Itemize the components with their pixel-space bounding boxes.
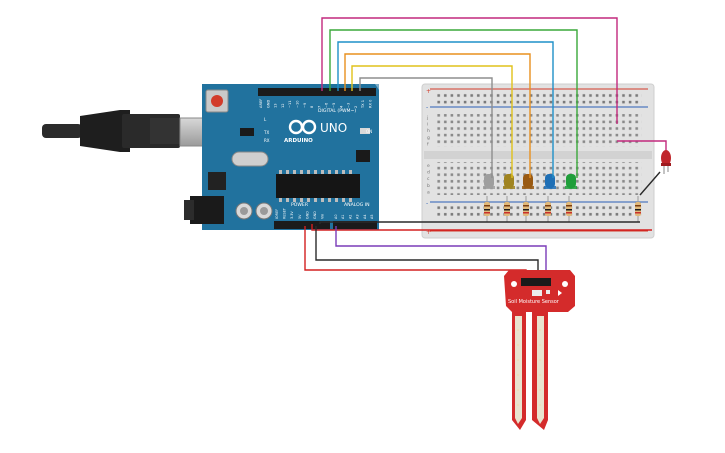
led: [565, 174, 577, 189]
row-letter: b: [427, 183, 430, 189]
usb-cable: [42, 110, 215, 152]
power-pin-label: 5V: [298, 214, 302, 219]
led: [503, 174, 515, 189]
digital-pin-label: ~10: [296, 100, 300, 108]
row-letter: h: [427, 128, 430, 134]
row-letter: f: [427, 141, 429, 147]
power-pin-label: RESET: [283, 207, 287, 219]
crystal: [231, 151, 269, 167]
model-label: UNO: [320, 121, 347, 135]
analog-pin-label: A2: [348, 215, 352, 219]
resistors: [484, 196, 641, 222]
digital-pin-label: 12: [281, 103, 285, 108]
rail-holes: [434, 91, 642, 104]
digital-pin-label: AREF: [259, 99, 263, 108]
power-pin-label: 3.3V: [290, 211, 294, 219]
power-header: [274, 221, 330, 229]
led: [522, 174, 534, 189]
analog-pin-label: A4: [363, 215, 367, 219]
wire-black-sensor[interactable]: [315, 226, 539, 278]
power-jack: [190, 196, 224, 224]
wire-purple-sensor[interactable]: [335, 226, 547, 278]
digital-pin-label: GND: [266, 100, 270, 108]
digital-pin-label: TX 1: [361, 100, 365, 109]
rail-holes: [434, 205, 642, 218]
digital-pin-label: ~11: [288, 100, 292, 108]
digital-pin-label: 2: [354, 106, 358, 108]
sensor-label: Soil Moisture Sensor: [508, 299, 560, 305]
led: [483, 174, 495, 189]
power-pin-label: IOREF: [275, 209, 279, 219]
wire-green[interactable]: [329, 29, 578, 178]
led: [544, 174, 556, 189]
resistor: [635, 196, 641, 222]
atmega-chip: [276, 174, 360, 198]
soil-moisture-sensor: Soil Moisture Sensor: [504, 270, 575, 430]
analog-header: [333, 221, 377, 229]
rail-minus-label: -: [426, 104, 428, 111]
tx-label: TX: [263, 130, 269, 135]
brand-label: ARDUINO: [284, 138, 313, 144]
wires: [304, 17, 667, 278]
analog-pin-label: A5: [370, 215, 374, 219]
row-letter: c: [427, 177, 430, 182]
wire-black-gnd[interactable]: [319, 221, 640, 224]
resistor: [523, 196, 529, 222]
rail-plus-label: +: [426, 229, 431, 236]
digital-pin-label: ~9: [303, 102, 307, 108]
digital-pin-label: ~5: [332, 103, 336, 108]
wire-orange[interactable]: [344, 53, 531, 178]
row-letter: g: [427, 136, 430, 141]
digital-pin-label: 4: [339, 105, 343, 108]
terminal-holes: [434, 162, 642, 195]
wire-pink-led[interactable]: [617, 140, 667, 150]
row-letter: a: [427, 190, 430, 195]
digital-pin-label: 7: [317, 106, 321, 108]
l-label: L: [264, 117, 267, 122]
rail-minus-label: -: [426, 200, 428, 207]
external-led: [661, 150, 671, 174]
rx-label: RX: [264, 138, 270, 143]
power-pin-label: GND: [313, 211, 317, 219]
analog-pin-label: A0: [334, 215, 338, 219]
power-label: POWER: [291, 202, 309, 208]
analog-pin-label: A3: [356, 215, 360, 219]
wire-pink[interactable]: [321, 17, 618, 124]
power-pin-label: Vin: [321, 214, 325, 219]
row-letter: j: [426, 115, 428, 121]
digital-pin-label: 8: [310, 105, 314, 108]
on-label: ON: [366, 129, 372, 134]
arduino-logo: [288, 119, 317, 135]
digital-pin-label: RX 0: [369, 99, 373, 108]
resistor: [566, 196, 572, 222]
power-pin-label: GND: [305, 211, 309, 219]
resistor: [545, 196, 551, 222]
wire-blue[interactable]: [337, 41, 554, 178]
arduino-board: ARDUINO UNO ON L TX RX DIGITAL (PWM~) PO…: [184, 84, 379, 230]
digital-header: [258, 88, 376, 96]
terminal-holes: [434, 114, 642, 147]
row-letter: i: [427, 122, 428, 128]
resistor: [484, 196, 490, 222]
wire-yellow[interactable]: [351, 65, 513, 178]
digital-pin-label: ~3: [347, 103, 351, 108]
analog-label: ANALOG IN: [344, 202, 370, 208]
rail-plus-label: +: [426, 88, 431, 95]
wire-black-led[interactable]: [639, 171, 661, 196]
row-letter: e: [427, 164, 430, 169]
wire-red-5v[interactable]: [311, 224, 652, 231]
digital-pin-label: ~6: [325, 102, 329, 108]
row-letter: d: [427, 170, 430, 176]
digital-pin-label: 13: [274, 103, 278, 108]
wire-gray[interactable]: [359, 77, 493, 178]
digital-label: DIGITAL (PWM~): [318, 108, 356, 114]
resistor: [504, 196, 510, 222]
analog-pin-label: A1: [341, 215, 345, 219]
